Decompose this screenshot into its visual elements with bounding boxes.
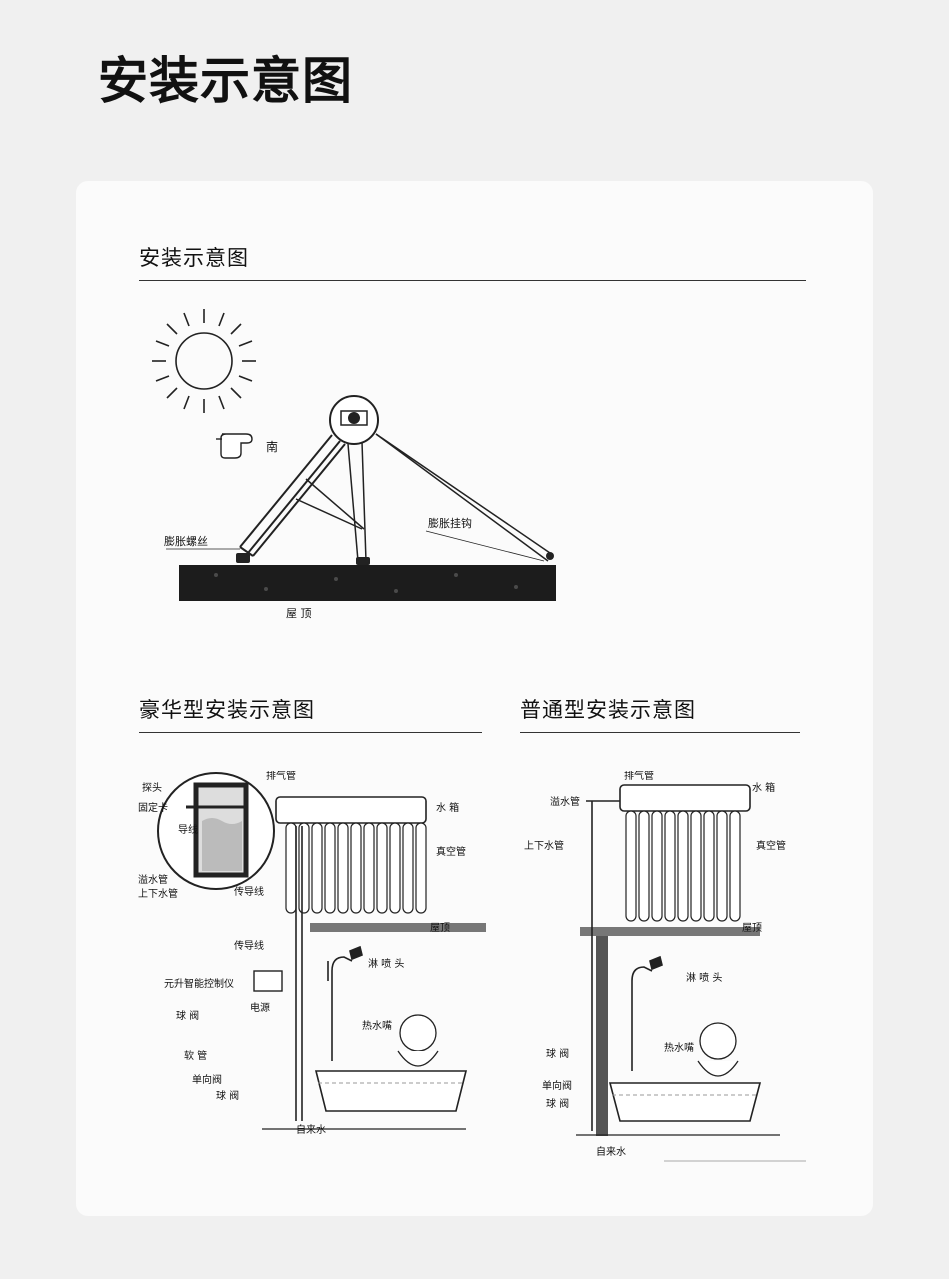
label-tap-water: 自来水 [296,1123,326,1136]
label-exhaust-pipe: 排气管 [624,771,654,782]
shower [331,945,363,1061]
install-diagram: 南 [152,309,556,620]
label-overflow-pipe: 溢水管 [138,873,168,886]
label-south: 南 [266,439,278,454]
content-card: 安装示意图 南 [76,181,873,1216]
label-ball-valve-2: 球 阀 [216,1089,239,1102]
label-expansion-screw: 膨胀螺丝 [164,534,208,548]
label-power: 电源 [250,1001,270,1014]
label-roof: 屋 顶 [286,607,312,620]
label-hose: 软 管 [184,1049,207,1062]
label-shower-head: 淋 喷 头 [686,971,722,984]
section-rule [520,732,800,733]
water-tank [329,395,379,445]
bathtub [314,1070,468,1112]
pointing-hand-icon [216,433,253,459]
label-water-tank: 水 箱 [436,801,459,814]
label-check-valve: 单向阀 [542,1079,572,1092]
label-wire: 导线 [178,823,198,836]
label-vacuum-tube: 真空管 [436,845,466,858]
label-shower-head: 淋 喷 头 [368,957,404,970]
label-tap-water: 自来水 [596,1145,626,1158]
section-rule [139,280,806,281]
label-hot-faucet: 热水嘴 [362,1019,392,1032]
label-updown-pipe: 上下水管 [524,839,564,852]
water-tank [275,796,427,824]
roof-bar [580,927,760,936]
label-expansion-hook: 膨胀挂钩 [428,516,472,530]
label-ball-valve-1: 球 阀 [546,1047,569,1060]
label-check-valve: 单向阀 [192,1073,222,1086]
roof-slab [179,565,556,601]
section-title-standard: 普通型安装示意图 [520,698,696,722]
section-title-install: 安装示意图 [139,246,249,270]
label-ball-valve-2: 球 阀 [546,1097,569,1110]
label-signal-wire-1: 传导线 [234,885,264,898]
baby-figure [697,1022,739,1077]
sun-icon [152,309,256,413]
label-exhaust-pipe: 排气管 [266,771,296,782]
label-controller: 元升智能控制仪 [164,977,234,990]
label-hot-faucet: 热水嘴 [664,1041,694,1054]
water-tank [619,784,751,812]
section-title-deluxe: 豪华型安装示意图 [139,698,315,722]
vacuum-tubes [285,822,427,914]
label-probe: 探头 [142,781,162,794]
support-frame [295,433,551,562]
page-title: 安装示意图 [98,52,353,110]
shower [631,955,663,1071]
label-water-tank: 水 箱 [752,781,775,794]
vacuum-tubes [625,810,741,922]
label-ball-valve-1: 球 阀 [176,1009,199,1022]
label-roof: 屋顶 [742,922,762,934]
section-rule [139,732,482,733]
bathtub [608,1082,762,1122]
label-roof: 屋顶 [430,922,450,934]
deluxe-diagram: 探头 排气管 固定卡 导线 水 箱 真空管 溢水管 上下水管 传导线 屋顶 传导… [138,771,486,1136]
standard-diagram: 排气管 溢水管 水 箱 上下水管 真空管 屋顶 淋 喷 头 球 阀 热水嘴 单向… [524,771,806,1162]
mount-screws [236,552,554,565]
collector-tubes [239,434,346,557]
roof-bar [310,923,486,932]
controller-box [253,970,283,992]
label-signal-wire-2: 传导线 [234,939,264,952]
wall [596,936,608,1136]
label-overflow-pipe: 溢水管 [550,795,580,808]
label-vacuum-tube: 真空管 [756,839,786,852]
label-updown-pipe: 上下水管 [138,887,178,900]
baby-figure [397,1014,439,1067]
label-fixing-clip: 固定卡 [138,801,168,814]
